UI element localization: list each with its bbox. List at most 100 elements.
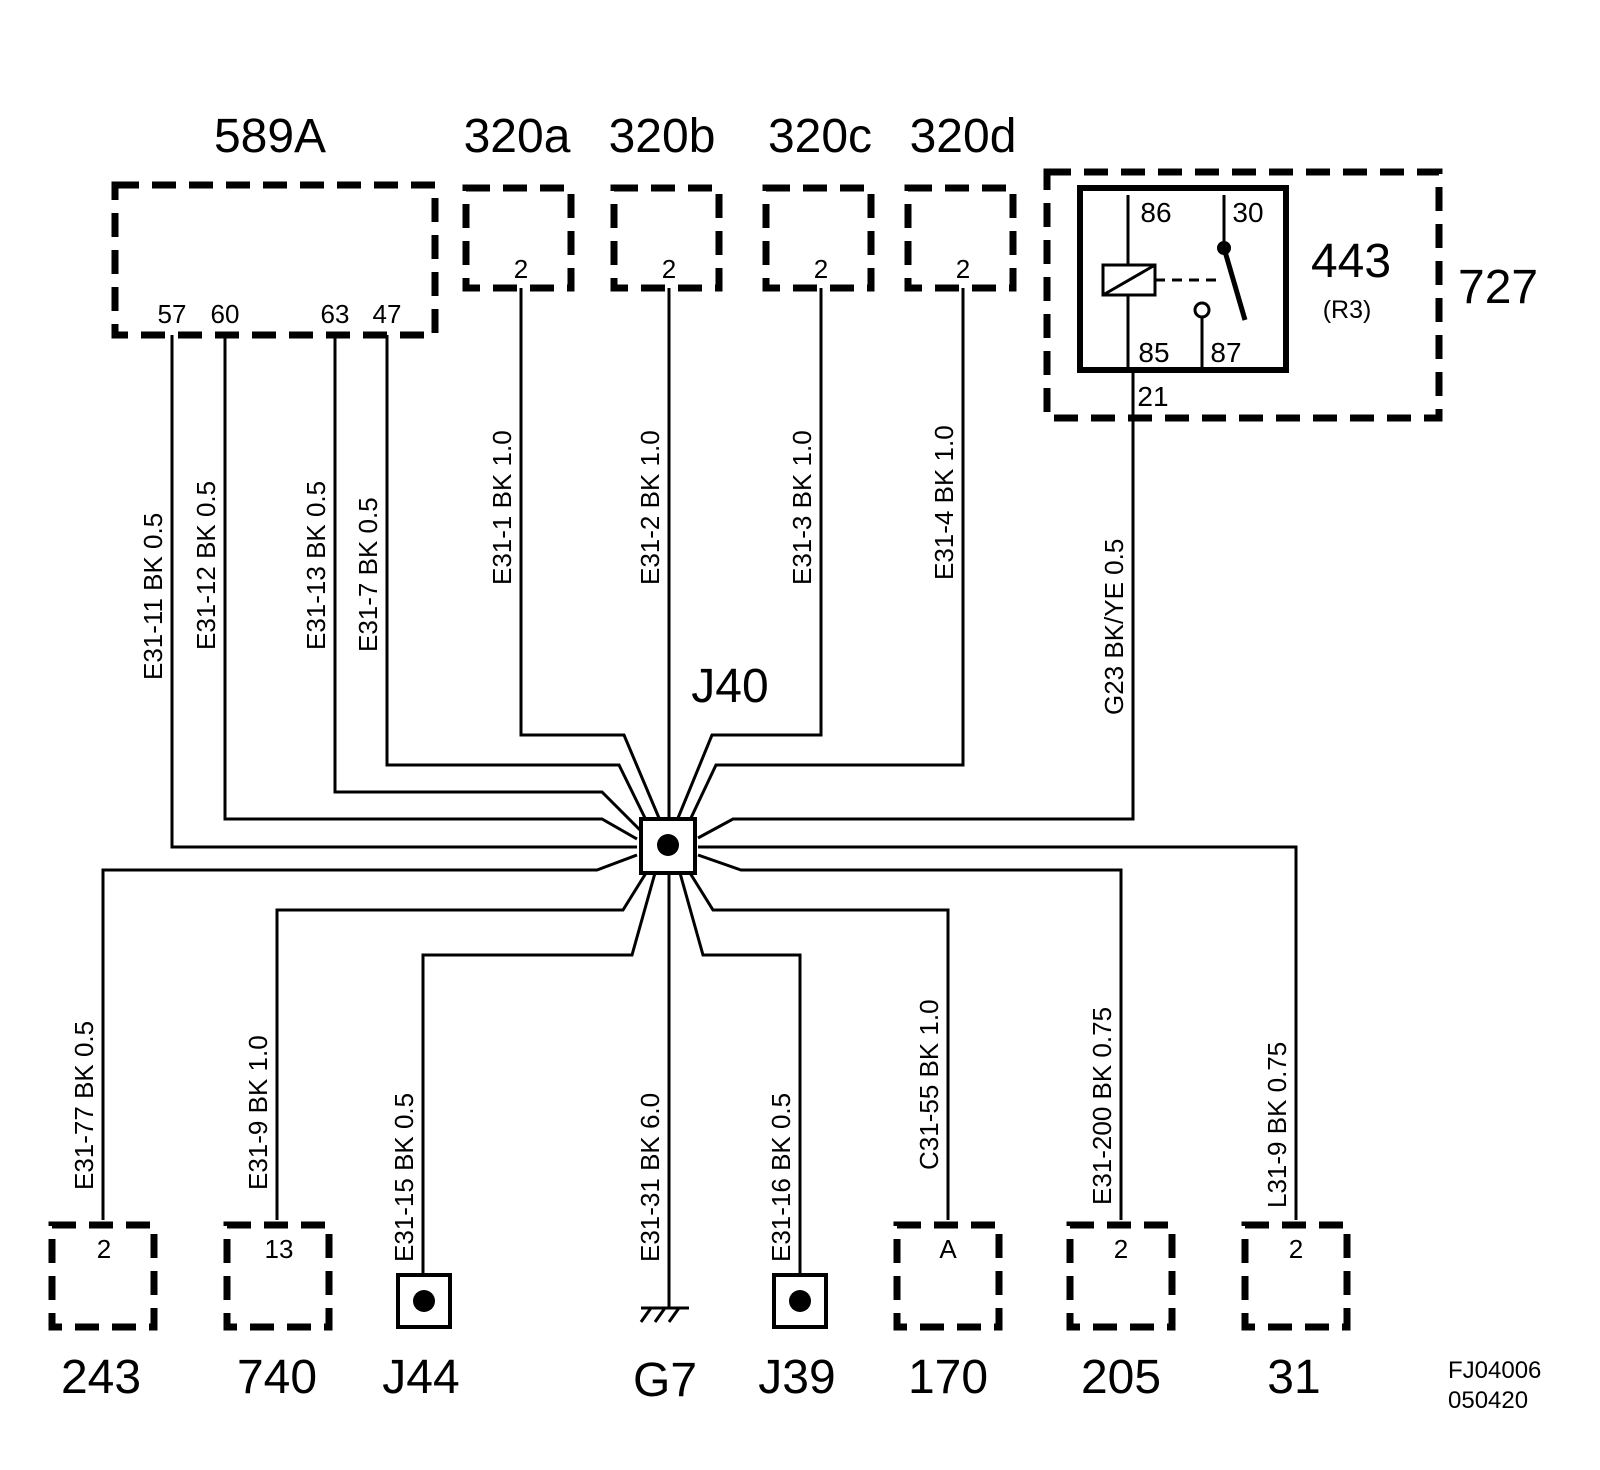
connector-320a-housing <box>462 184 575 292</box>
connector-31-pin: 2 <box>1289 1234 1303 1264</box>
relay-body <box>1077 185 1289 373</box>
wire-label-e31-12: E31-12 BK 0.5 <box>191 481 221 650</box>
wire-l31-9 <box>698 845 1298 1220</box>
wire-e31-3 <box>676 288 823 819</box>
splice-j44-label: J44 <box>382 1351 459 1404</box>
connector-320d-pin: 2 <box>956 254 970 284</box>
connector-31-label: 31 <box>1267 1351 1320 1404</box>
connector-205-housing <box>1066 1221 1176 1331</box>
connector-740-housing <box>223 1221 333 1331</box>
splice-j39-label: J39 <box>758 1351 835 1404</box>
wiring-harness <box>101 288 1298 1308</box>
wire-label-e31-2: E31-2 BK 1.0 <box>635 430 665 585</box>
relay-pin-21: 21 <box>1137 381 1168 412</box>
connector-170-label: 170 <box>908 1351 988 1404</box>
connector-589a[interactable]: 589A 57 60 63 47 <box>111 110 439 339</box>
connector-740-label: 740 <box>237 1351 317 1404</box>
relay-pin-30: 30 <box>1232 197 1263 228</box>
connector-320c-pin: 2 <box>814 254 828 284</box>
pin-60: 60 <box>211 299 240 329</box>
wire-label-e31-13: E31-13 BK 0.5 <box>301 481 331 650</box>
connector-243-label: 243 <box>61 1351 141 1404</box>
connector-320c-housing <box>762 184 875 292</box>
connector-320a[interactable]: 320a 2 <box>462 110 575 292</box>
pin-63: 63 <box>321 299 350 329</box>
wire-e31-13 <box>333 335 642 832</box>
wire-label-g23: G23 BK/YE 0.5 <box>1099 539 1129 715</box>
wire-e31-16 <box>678 872 802 1275</box>
connector-170[interactable]: A 170 <box>893 1221 1003 1404</box>
wire-label-l31-9: L31-9 BK 0.75 <box>1262 1042 1292 1208</box>
wire-e31-7 <box>385 335 648 821</box>
relay-switch-icon <box>1221 247 1248 321</box>
wire-e31-77 <box>101 853 638 1220</box>
wire-label-e31-1: E31-1 BK 1.0 <box>487 430 517 585</box>
connector-320a-label: 320a <box>464 110 571 163</box>
relay-pin-87: 87 <box>1210 337 1241 368</box>
relay-label: 443 <box>1311 235 1391 288</box>
splice-j44[interactable]: J44 <box>382 1273 460 1404</box>
wire-e31-1 <box>519 288 661 819</box>
wire-label-e31-3: E31-3 BK 1.0 <box>787 430 817 585</box>
connector-205[interactable]: 2 205 <box>1066 1221 1176 1404</box>
relay-sublabel: (R3) <box>1323 296 1372 324</box>
connector-243-pin: 2 <box>97 1234 111 1264</box>
splice-j40-label: J40 <box>691 660 768 713</box>
wire-label-e31-11: E31-11 BK 0.5 <box>138 513 168 680</box>
splice-j39[interactable]: J39 <box>758 1273 836 1404</box>
wire-label-e31-77: E31-77 BK 0.5 <box>69 1021 99 1190</box>
wire-labels: E31-11 BK 0.5 E31-12 BK 0.5 E31-13 BK 0.… <box>69 425 1292 1262</box>
relay-housing-727 <box>1043 168 1443 422</box>
wire-g23 <box>697 370 1135 840</box>
connector-170-pin: A <box>939 1234 957 1264</box>
connector-243-housing <box>48 1221 158 1331</box>
connector-205-label: 205 <box>1081 1351 1161 1404</box>
splice-j40[interactable]: J40 <box>639 660 769 875</box>
ground-g7[interactable]: G7 <box>633 1306 697 1407</box>
connector-205-pin: 2 <box>1114 1234 1128 1264</box>
wire-c31-55 <box>688 872 950 1220</box>
connector-31-housing <box>1241 1221 1351 1331</box>
splice-j39-dot-icon <box>789 1290 811 1312</box>
wire-e31-4 <box>688 288 965 821</box>
pin-47: 47 <box>373 299 402 329</box>
wire-label-e31-4: E31-4 BK 1.0 <box>929 425 959 580</box>
relay-housing-label: 727 <box>1458 261 1538 314</box>
connector-740[interactable]: 13 740 <box>223 1221 333 1404</box>
connector-320c-label: 320c <box>768 110 872 163</box>
connector-320b[interactable]: 320b 2 <box>609 110 723 292</box>
connector-320c[interactable]: 320c 2 <box>762 110 875 292</box>
splice-j44-dot-icon <box>413 1290 435 1312</box>
relay-pin-86: 86 <box>1140 197 1171 228</box>
connector-320d[interactable]: 320d 2 <box>904 110 1017 292</box>
wire-e31-9 <box>275 872 648 1220</box>
reference-date: 050420 <box>1448 1387 1528 1414</box>
connector-320a-pin: 2 <box>514 254 528 284</box>
connector-320b-pin: 2 <box>662 254 676 284</box>
connector-31[interactable]: 2 31 <box>1241 1221 1351 1404</box>
connector-320d-label: 320d <box>910 110 1017 163</box>
connector-740-pin: 13 <box>265 1234 294 1264</box>
wire-e31-12 <box>223 335 638 841</box>
pin-57: 57 <box>158 299 187 329</box>
relay-pin-85: 85 <box>1138 337 1169 368</box>
relay-443[interactable]: 86 30 85 87 21 443 (R3) 727 <box>1043 168 1538 422</box>
connector-243[interactable]: 2 243 <box>48 1221 158 1404</box>
ground-icon <box>639 1306 689 1323</box>
coil-diagonal <box>1102 263 1156 297</box>
ground-g7-label: G7 <box>633 1354 697 1407</box>
wire-label-e31-16: E31-16 BK 0.5 <box>766 1093 796 1262</box>
connector-320b-housing <box>610 184 723 292</box>
splice-j44-box <box>396 1273 452 1329</box>
connector-589a-label: 589A <box>214 110 326 163</box>
wire-e31-200 <box>697 853 1123 1220</box>
reference-code: FJ04006 <box>1448 1357 1541 1384</box>
wire-label-e31-7: E31-7 BK 0.5 <box>353 497 383 652</box>
wire-label-e31-31: E31-31 BK 6.0 <box>635 1093 665 1262</box>
wire-e31-11 <box>170 335 637 849</box>
connector-170-housing <box>893 1221 1003 1331</box>
splice-j39-box <box>772 1273 828 1329</box>
wire-label-e31-200: E31-200 BK 0.75 <box>1087 1007 1117 1205</box>
splice-dot-icon <box>657 834 679 856</box>
